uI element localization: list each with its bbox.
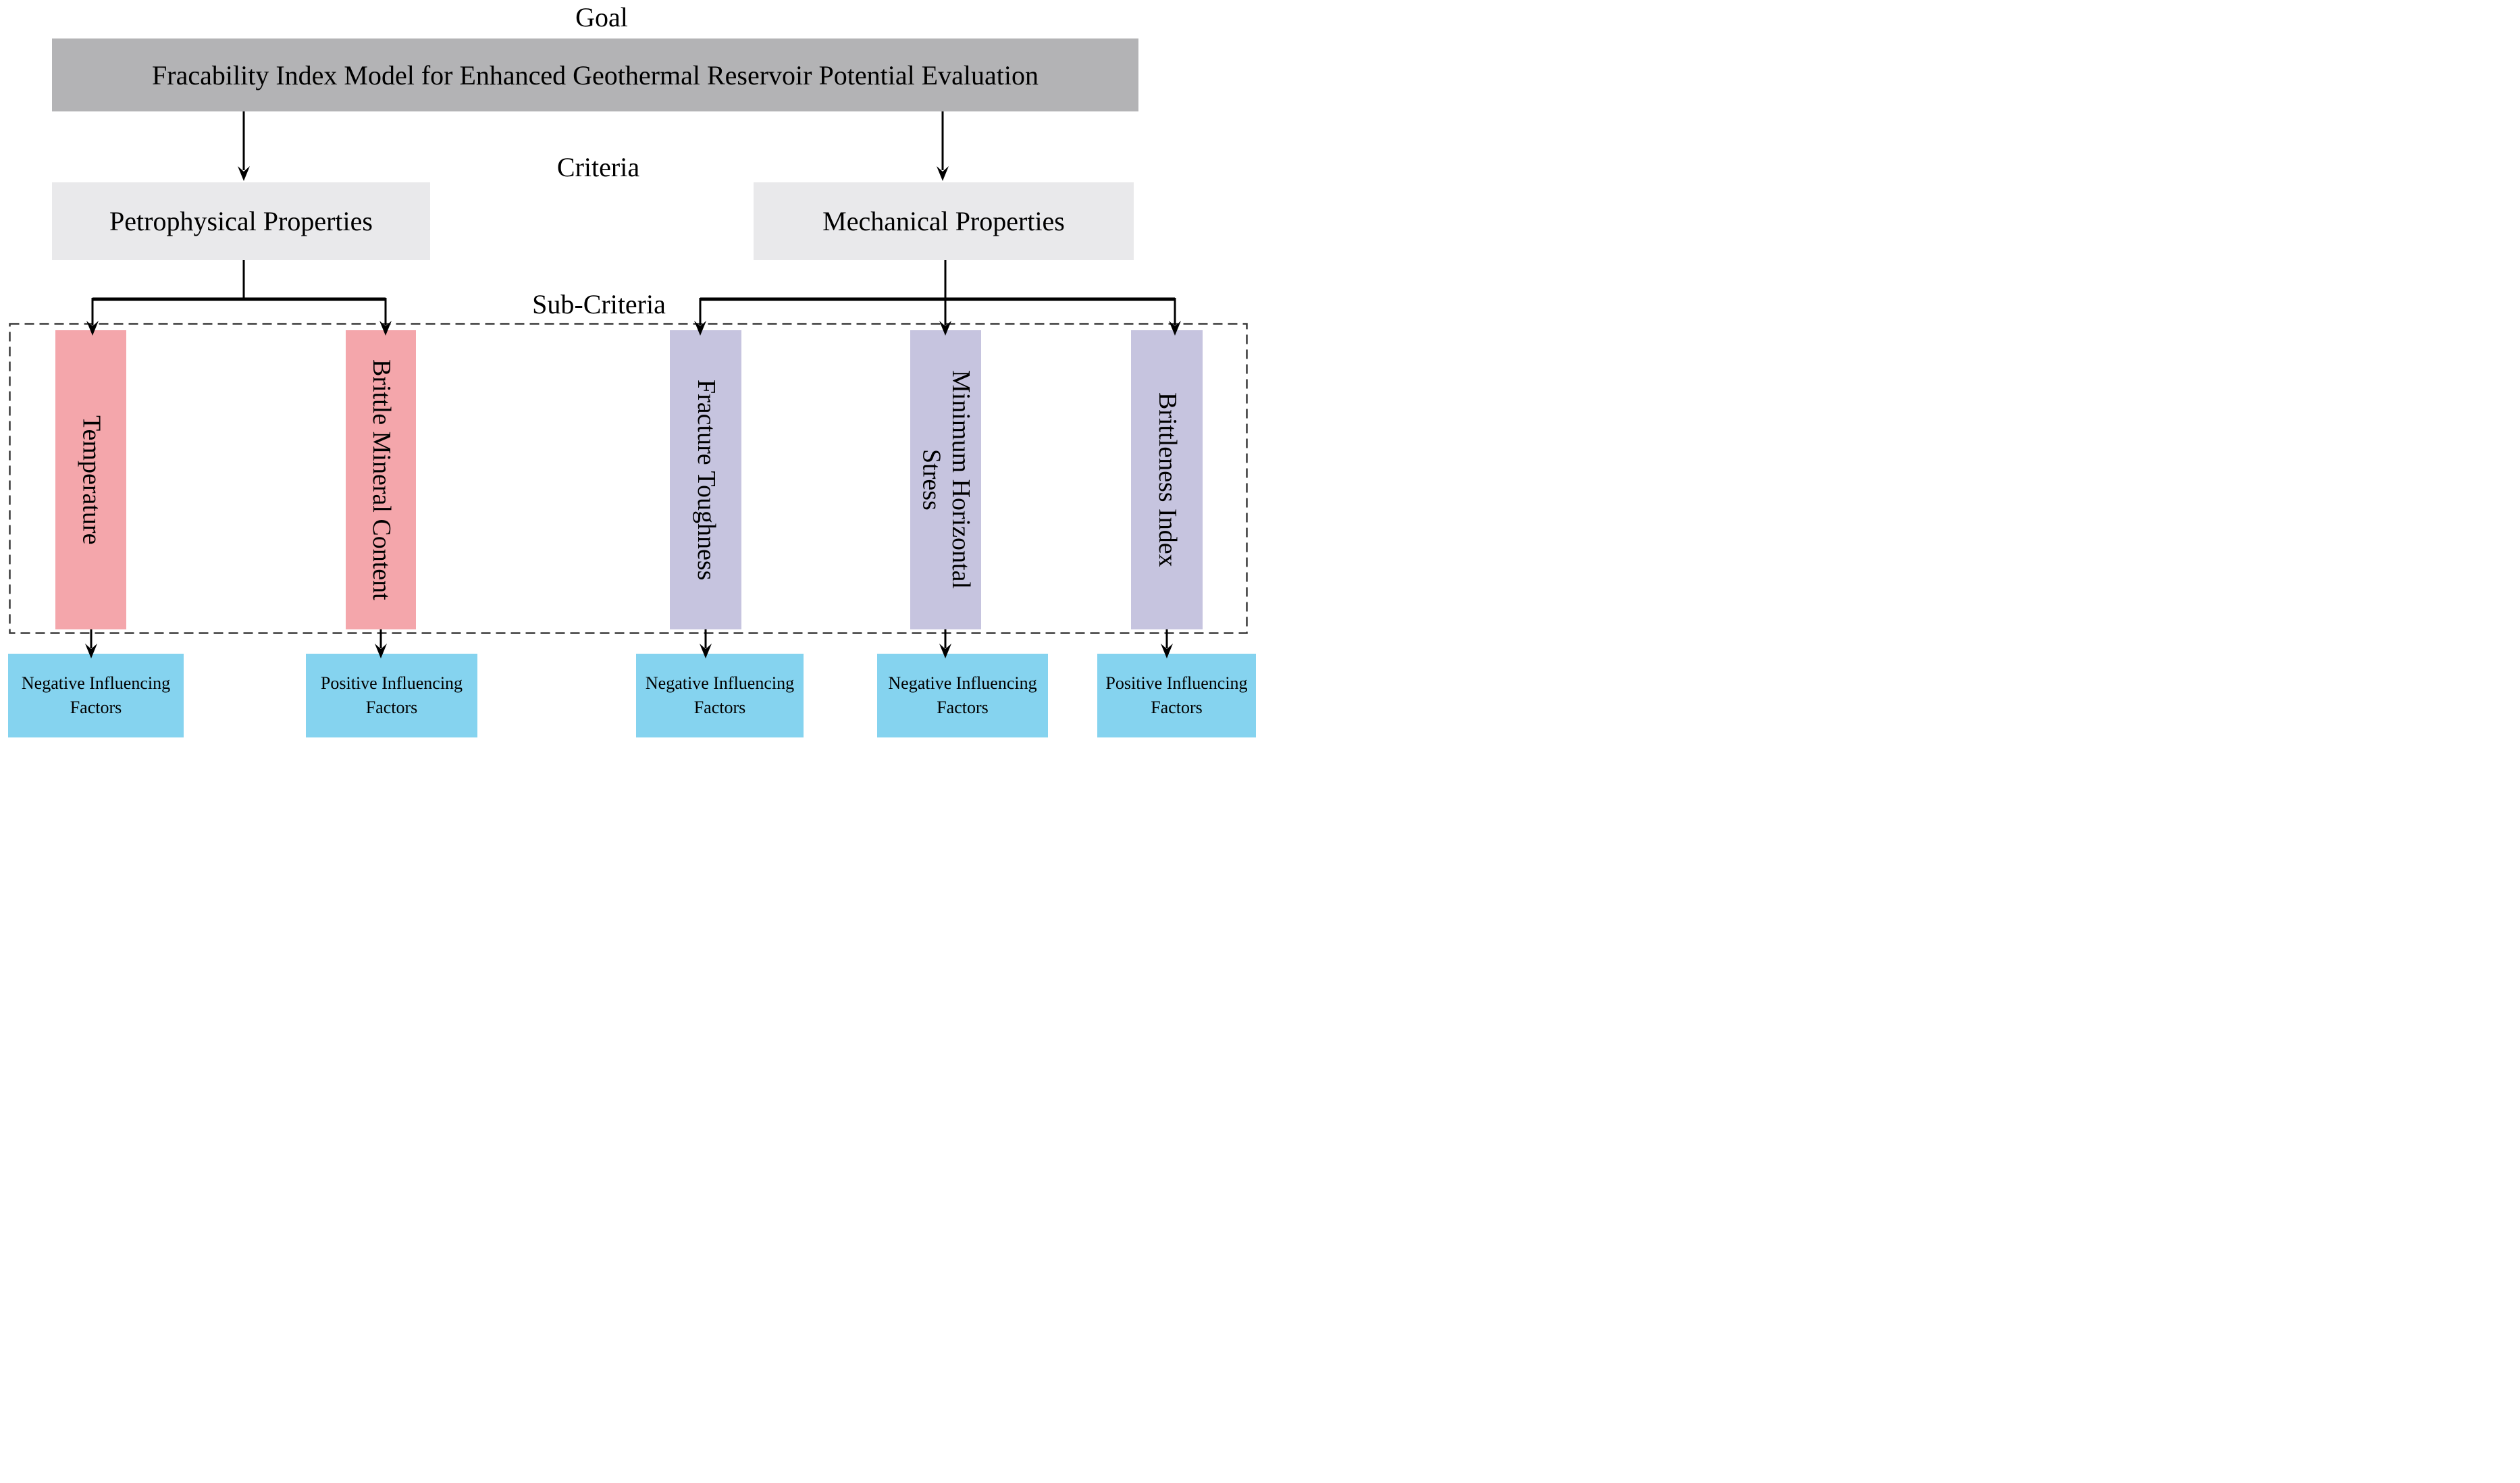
criteria-box-mechanical: Mechanical Properties	[754, 182, 1134, 260]
criteria-level-label: Criteria	[556, 152, 640, 182]
subcriteria-box-fracture-toughness: Fracture Toughness	[670, 330, 741, 629]
factor-box-negative-3: Negative Influencing Factors	[877, 654, 1048, 737]
criteria-label-mechanical: Mechanical Properties	[822, 206, 1065, 236]
criteria-label-petrophysical: Petrophysical Properties	[109, 206, 373, 236]
factor-box-negative-2: Negative Influencing Factors	[636, 654, 804, 737]
subcriteria-box-temperature: Temperature	[55, 330, 126, 629]
factor-box-positive-2: Positive Influencing Factors	[1097, 654, 1256, 737]
goal-title: Fracability Index Model for Enhanced Geo…	[152, 59, 1039, 90]
subcriteria-level-label: Sub-Criteria	[532, 289, 666, 319]
ahp-hierarchy-diagram: Goal Criteria Sub-Criteria Fracability I…	[0, 0, 1260, 742]
factor-box-negative-1: Negative Influencing Factors	[8, 654, 184, 737]
subcriteria-box-brittleness-index: Brittleness Index	[1131, 330, 1203, 629]
criteria-box-petrophysical: Petrophysical Properties	[52, 182, 430, 260]
subcriteria-box-brittle-mineral-content: Brittle Mineral Content	[346, 330, 416, 629]
goal-level-label: Goal	[575, 2, 628, 32]
goal-box: Fracability Index Model for Enhanced Geo…	[52, 38, 1138, 111]
subcriteria-box-minimum-horizontal-stress: Minimum Horizontal Stress	[910, 330, 981, 629]
factor-box-positive-1: Positive Influencing Factors	[306, 654, 477, 737]
